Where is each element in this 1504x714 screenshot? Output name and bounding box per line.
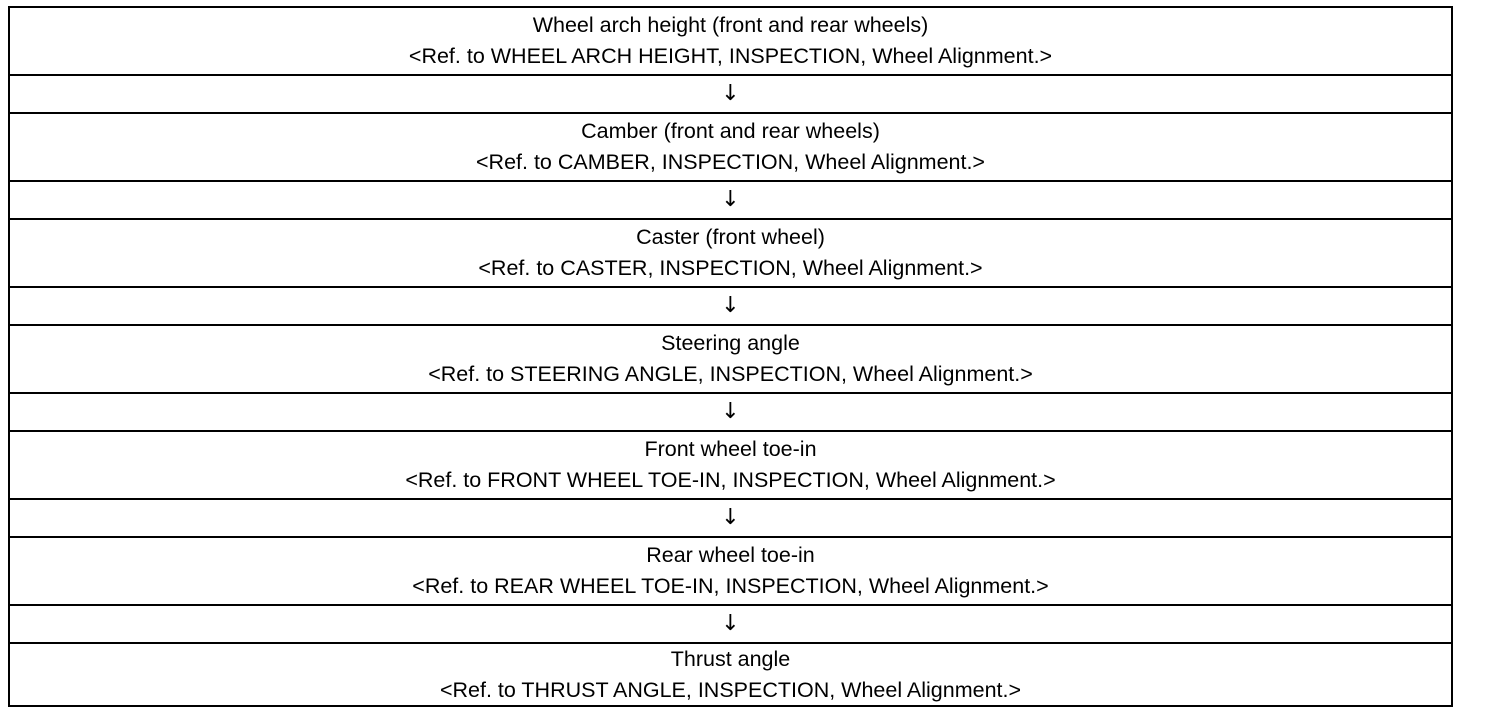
step-box: Steering angle <Ref. to STEERING ANGLE, …: [10, 324, 1451, 392]
down-arrow-icon: ↓: [721, 399, 740, 424]
step-reference[interactable]: <Ref. to CASTER, INSPECTION, Wheel Align…: [478, 256, 983, 280]
step-reference[interactable]: <Ref. to WHEEL ARCH HEIGHT, INSPECTION, …: [408, 44, 1053, 68]
arrow-row: ↓: [10, 392, 1451, 430]
down-arrow-icon: ↓: [721, 611, 740, 636]
step-reference[interactable]: <Ref. to REAR WHEEL TOE-IN, INSPECTION, …: [412, 574, 1049, 598]
down-arrow-icon: ↓: [721, 81, 740, 106]
step-box: Camber (front and rear wheels) <Ref. to …: [10, 112, 1451, 180]
step-title: Wheel arch height (front and rear wheels…: [532, 13, 929, 37]
step-title: Camber (front and rear wheels): [581, 119, 880, 143]
step-reference[interactable]: <Ref. to STEERING ANGLE, INSPECTION, Whe…: [428, 362, 1033, 386]
step-box: Front wheel toe-in <Ref. to FRONT WHEEL …: [10, 430, 1451, 498]
down-arrow-icon: ↓: [721, 293, 740, 318]
step-title: Thrust angle: [670, 646, 791, 671]
down-arrow-icon: ↓: [721, 187, 740, 212]
step-box: Thrust angle <Ref. to THRUST ANGLE, INSP…: [10, 642, 1451, 705]
step-reference[interactable]: <Ref. to THRUST ANGLE, INSPECTION, Wheel…: [439, 677, 1022, 702]
down-arrow-icon: ↓: [721, 505, 740, 530]
arrow-row: ↓: [10, 498, 1451, 536]
arrow-row: ↓: [10, 180, 1451, 218]
step-box: Caster (front wheel) <Ref. to CASTER, IN…: [10, 218, 1451, 286]
step-box: Wheel arch height (front and rear wheels…: [10, 8, 1451, 74]
step-box: Rear wheel toe-in <Ref. to REAR WHEEL TO…: [10, 536, 1451, 604]
step-title: Steering angle: [661, 331, 800, 355]
step-title: Front wheel toe-in: [644, 437, 817, 461]
arrow-row: ↓: [10, 604, 1451, 642]
step-title: Rear wheel toe-in: [646, 543, 815, 567]
step-reference[interactable]: <Ref. to FRONT WHEEL TOE-IN, INSPECTION,…: [405, 468, 1056, 492]
arrow-row: ↓: [10, 74, 1451, 112]
step-reference[interactable]: <Ref. to CAMBER, INSPECTION, Wheel Align…: [475, 150, 985, 174]
step-title: Caster (front wheel): [636, 225, 825, 249]
arrow-row: ↓: [10, 286, 1451, 324]
procedure-flowchart: Wheel arch height (front and rear wheels…: [8, 6, 1453, 707]
